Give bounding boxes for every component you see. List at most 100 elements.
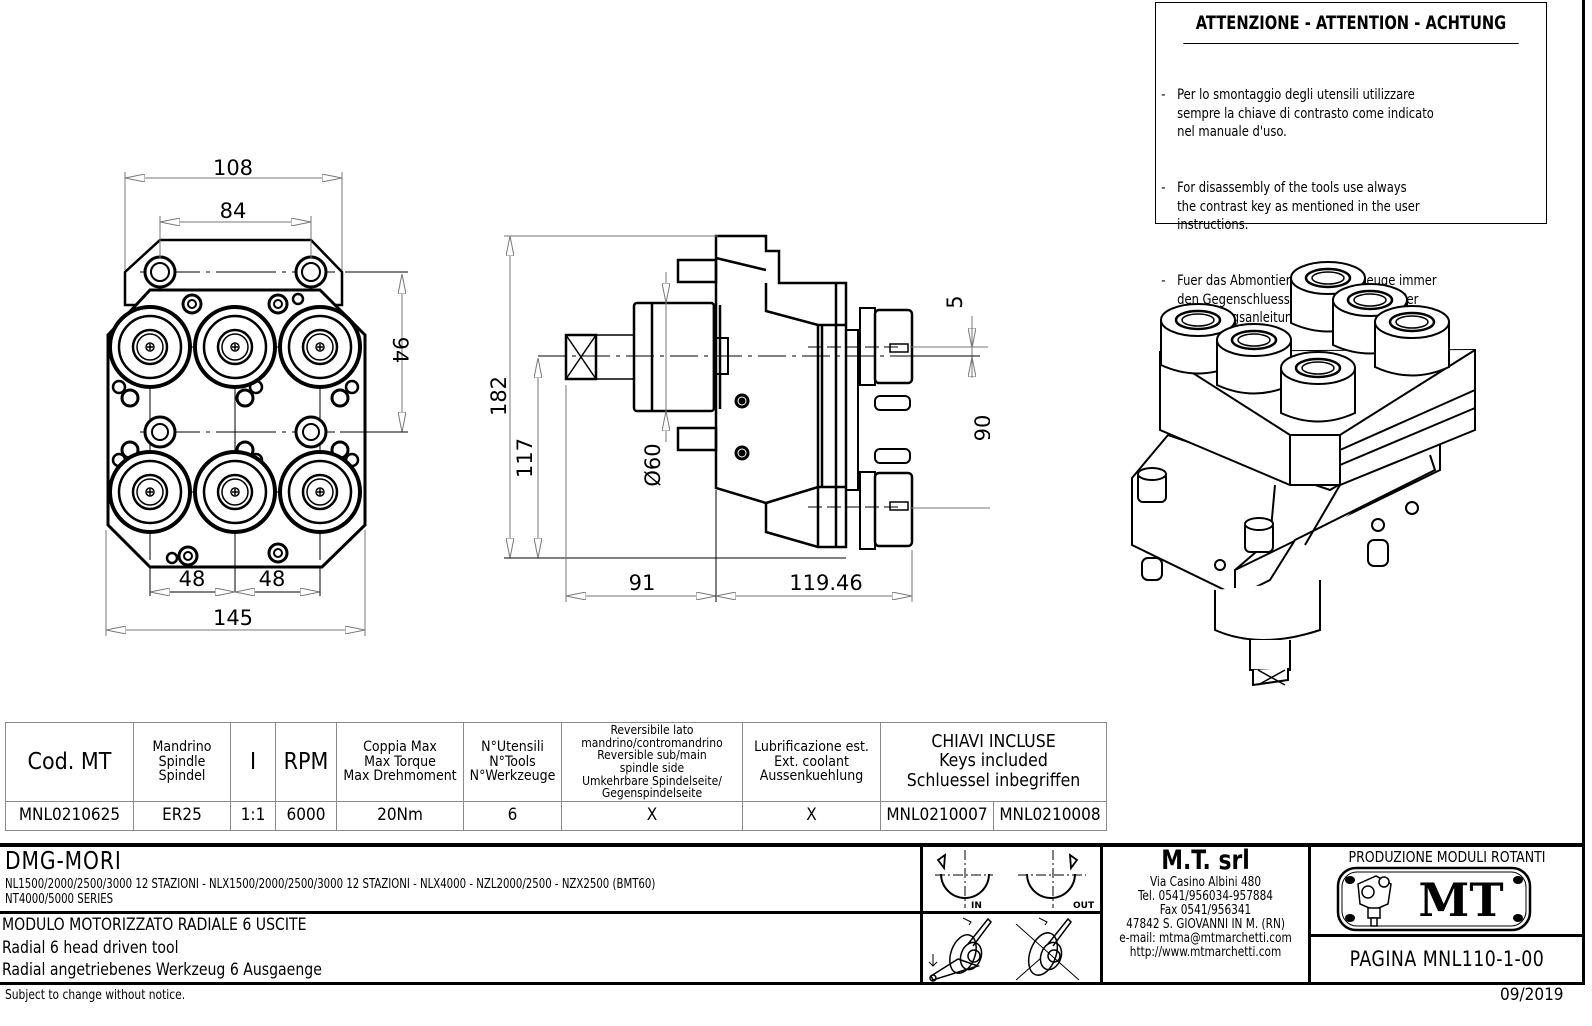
header-code: Cod. MT [5,722,134,802]
wrench-incorrect-icon [1015,917,1080,981]
spindle-ring [136,478,164,506]
production-label: PRODUZIONE MODULI ROTANTI [1348,848,1546,866]
side-view-drawing: 182 117 Ø60 91 119.46 5 90 [487,234,990,602]
iso-collet-4 [1374,305,1450,377]
spindle-ring [131,328,169,366]
title-block-col-divider-1 [920,845,923,984]
wrench-correct-icon [928,917,992,982]
description-en: Radial 6 head driven tool [2,937,179,958]
warning-text-en: For disassembly of the tools use always … [1177,179,1420,234]
machine-brand: DMG-MORI [5,846,122,875]
spindle-ring [301,473,339,511]
rotation-in-icon [935,850,993,908]
dim-90: 90 [971,415,990,442]
spindle-ring [131,473,169,511]
dim-108: 108 [213,156,253,180]
company-email[interactable]: e-mail: mtma@mtmarchetti.com [1119,931,1292,946]
header-rpm: RPM [275,722,337,802]
warning-box: ATTENZIONE - ATTENTION - ACHTUNG -Per lo… [1155,2,1547,326]
cell-ratio: 1:1 [230,801,276,831]
collet-ring [1301,361,1335,375]
spindle-ring [306,478,334,506]
front-view-drawing: 108 84 94 48 48 145 [105,156,412,636]
collet-ring [1395,315,1429,329]
header-ratio: I [230,722,276,802]
title-block-bottom-border [0,982,1585,985]
change-notice: Subject to change without notice. [5,987,186,1003]
front-view-bolts [111,255,360,567]
cell-torque: 20Nm [336,801,464,831]
spec-table-row: MNL0210625 ER25 1:1 6000 20Nm 6 X X MNL0… [5,801,1107,831]
spindle-ring [315,342,325,352]
cell-tools: 6 [463,801,562,831]
dim-84: 84 [220,199,247,223]
header-keys: CHIAVI INCLUSE Keys included Schluessel … [880,722,1107,802]
dim-117: 117 [513,438,537,478]
dim-48-left: 48 [179,567,206,591]
spindle-ring [287,314,353,380]
spindle-ring [287,459,353,525]
dim-48-right: 48 [259,567,286,591]
spindle-ring [216,328,254,366]
spindle-ring [230,342,240,352]
iso-collets [1160,261,1450,423]
front-view-dimension-lines [105,172,408,636]
spindle-ring [202,459,268,525]
spindle-ring [216,473,254,511]
spindle-ring [301,328,339,366]
rotation-direction-panel: IN OUT [935,850,1095,911]
company-city: 47842 S. GIOVANNI IN M. (RN) [1126,917,1285,932]
title-block-col-divider-3 [1308,845,1311,984]
title-block-page-divider [1308,934,1585,937]
spindle-center-mark [317,344,323,350]
machine-compatibility: NL1500/2000/2500/3000 12 STAZIONI - NLX1… [5,877,656,907]
spindle-ring [221,333,249,361]
company-website[interactable]: http://www.mtmarchetti.com [1129,945,1282,960]
collet-ring [1181,313,1215,327]
spindle-ring [117,459,183,525]
dim-94: 94 [388,337,412,364]
cell-spindle: ER25 [133,801,231,831]
spindle-ring [230,487,240,497]
spindle-ring [306,333,334,361]
spindle-center-mark [232,344,238,350]
spec-table: Cod. MT Mandrino Spindle Spindel I RPM C… [5,722,1107,831]
header-spindle: Mandrino Spindle Spindel [133,722,231,802]
cell-rpm: 6000 [275,801,337,831]
side-view-screws [734,393,750,461]
title-block-col-divider-2 [1100,845,1103,984]
spindle-3 [278,305,362,389]
warning-item-en: -For disassembly of the tools use always… [1161,179,1420,234]
warning-title: ATTENZIONE - ATTENTION - ACHTUNG [1183,3,1519,44]
spindle-ring [136,333,164,361]
spindle-ring [315,487,325,497]
rotation-out-label: OUT [1073,901,1095,911]
collet-ring [1353,293,1387,307]
iso-collet-5 [1216,323,1292,395]
logo-tool-icon [1357,875,1392,927]
title-block-divider [0,911,1100,914]
logo-text: MT [1418,873,1503,927]
side-view-centerlines [538,346,940,508]
header-reversible: Reversibile lato mandrino/contromandrino… [561,722,743,802]
spindle-ring [117,314,183,380]
side-view-body [564,234,914,550]
front-view-dimension-labels: 108 84 94 48 48 145 [179,156,412,630]
side-view-dimension-labels: 182 117 Ø60 91 119.46 5 90 [487,295,990,595]
spindle-ring [202,314,268,380]
warning-item-it: -Per lo smontaggio degli utensili utiliz… [1161,86,1434,141]
spindle-ring [145,342,155,352]
spindle-1 [108,305,192,389]
mt-logo: MT [1336,866,1532,932]
header-tools: N°Utensili N°Tools N°Werkzeuge [463,722,562,802]
cell-reversible: X [561,801,743,831]
spec-table-header-row: Cod. MT Mandrino Spindle Spindel I RPM C… [5,722,1107,802]
spindle-2 [193,305,277,389]
frame-border-right [1582,0,1585,985]
cell-key2: MNL0210008 [993,801,1107,831]
spindle-center-mark [147,489,153,495]
dim-diameter-60: Ø60 [641,443,665,486]
spindle-center-mark [147,344,153,350]
company-fax: Fax 0541/956341 [1159,903,1252,918]
